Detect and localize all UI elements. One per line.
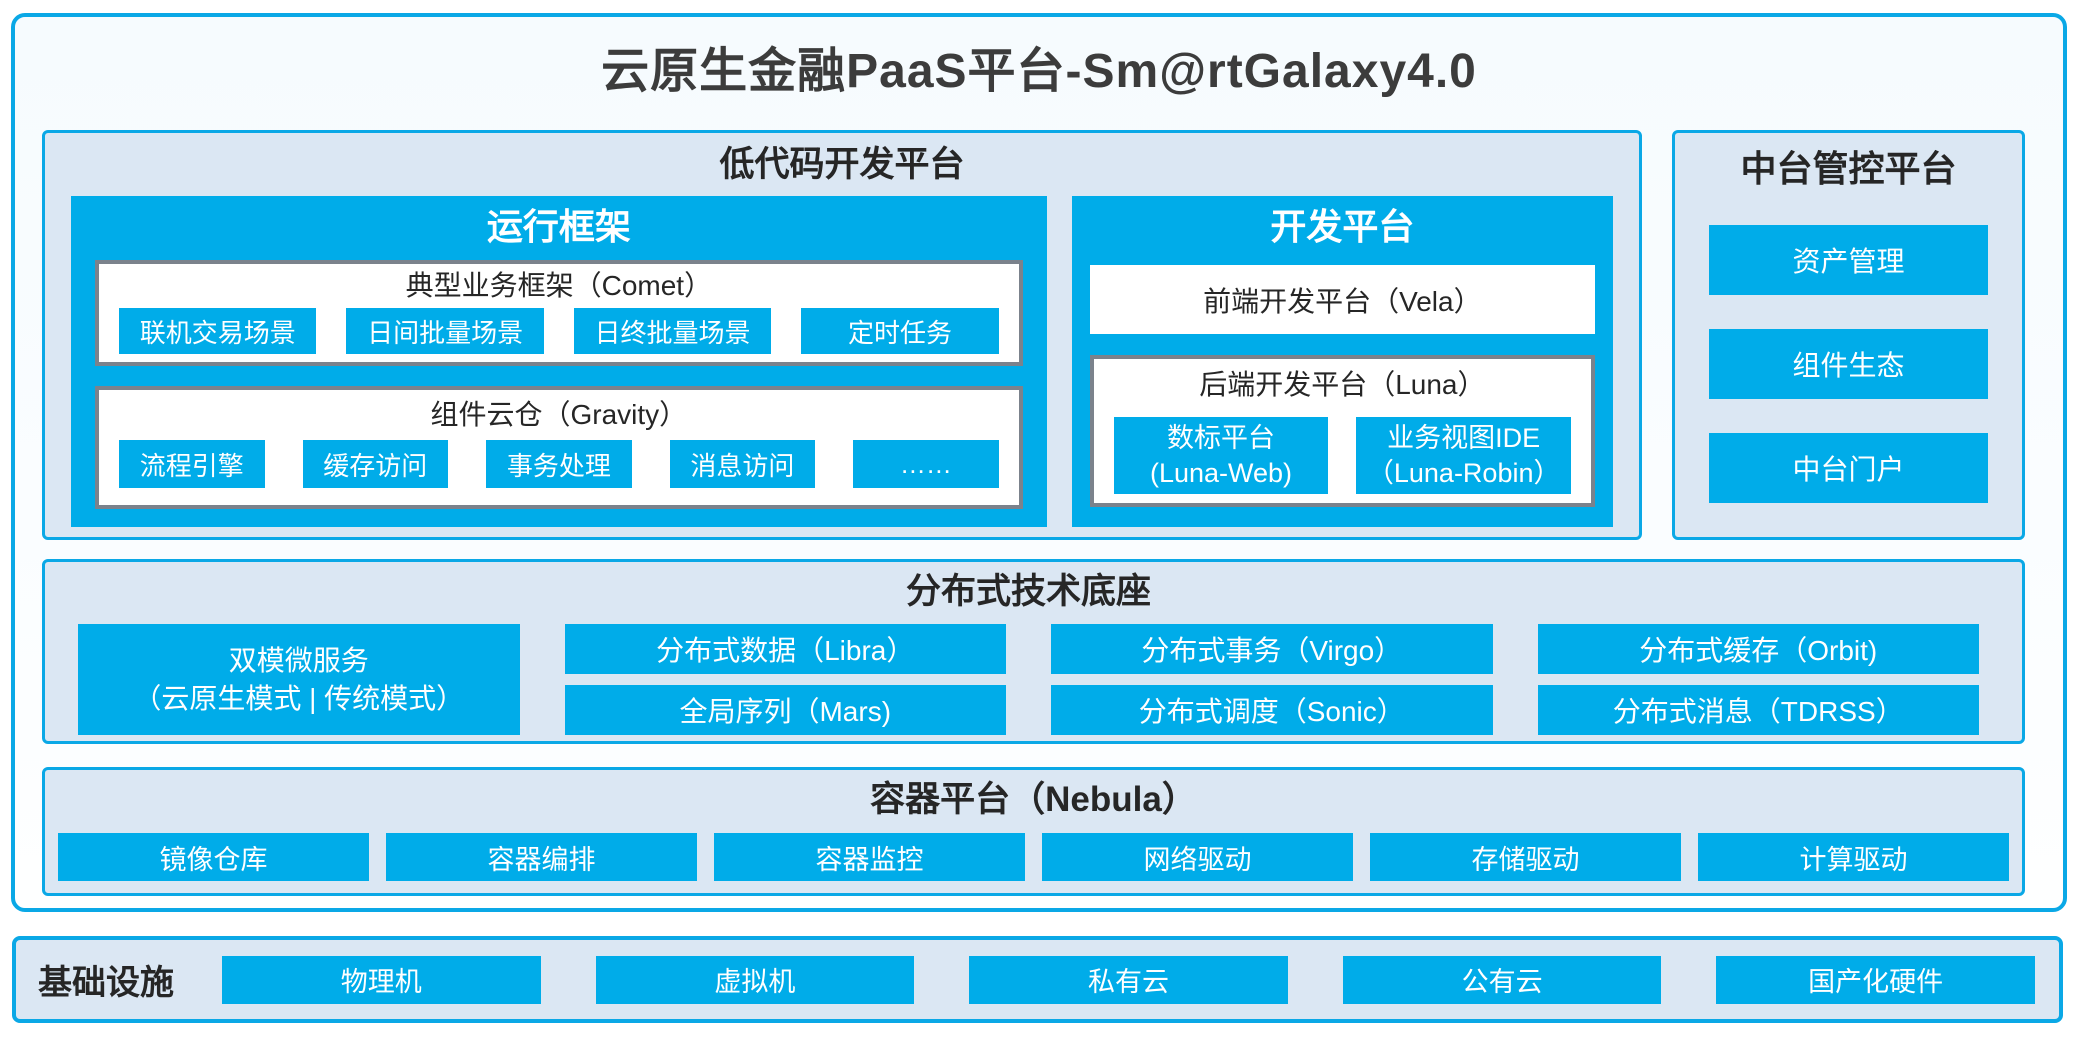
comet-item-intraday-batch: 日间批量场景 <box>346 308 544 354</box>
lowcode-header: 低代码开发平台 <box>719 145 965 184</box>
distributed-item-sequence-mars: 全局序列（Mars) <box>564 685 1006 735</box>
container-item-storage-driver: 存储驱动 <box>1370 833 1681 881</box>
distributed-header: 分布式技术底座 <box>905 572 1151 611</box>
distributed-item-transaction-virgo: 分布式事务（Virgo） <box>1051 624 1493 674</box>
comet-title: 典型业务框架（Comet） <box>405 270 713 301</box>
luna-web-line1: 数标平台 <box>1167 422 1275 453</box>
comet-items: 联机交易场景 日间批量场景 日终批量场景 定时任务 <box>119 308 999 354</box>
luna-items: 数标平台 (Luna-Web) 业务视图IDE （Luna-Robin） <box>1113 417 1572 494</box>
distributed-col-1: 分布式数据（Libra） 全局序列（Mars) <box>564 624 1006 735</box>
section-midplatform-control: 中台管控平台 资产管理 组件生态 中台门户 <box>1672 130 2025 540</box>
infra-item-virtual-machine: 虚拟机 <box>595 955 915 1004</box>
midplatform-item-asset-mgmt: 资产管理 <box>1709 225 1988 295</box>
infrastructure-items: 物理机 虚拟机 私有云 公有云 国产化硬件 <box>222 955 2035 1004</box>
infrastructure-header: 基础设施 <box>38 964 174 1002</box>
gravity-item-ellipsis: …… <box>853 440 999 488</box>
main-frame: 云原生金融PaaS平台-Sm@rtGalaxy4.0 低代码开发平台 运行框架 … <box>11 13 2067 912</box>
dev-platform-header: 开发平台 <box>1270 206 1415 247</box>
container-item-orchestration: 容器编排 <box>386 833 697 881</box>
midplatform-header: 中台管控平台 <box>1740 148 1957 189</box>
vela-box: 前端开发平台（Vela） <box>1089 265 1595 334</box>
luna-item-robin: 业务视图IDE （Luna-Robin） <box>1356 417 1572 494</box>
infra-item-public-cloud: 公有云 <box>1342 955 1662 1004</box>
section-container-platform: 容器平台（Nebula） 镜像仓库 容器编排 容器监控 网络驱动 存储驱动 计算… <box>42 767 2025 896</box>
container-platform-header: 容器平台（Nebula） <box>870 780 1197 819</box>
distributed-body: 双模微服务 （云原生模式 | 传统模式） 分布式数据（Libra） 全局序列（M… <box>78 624 1979 735</box>
page-title: 云原生金融PaaS平台-Sm@rtGalaxy4.0 <box>601 45 1477 98</box>
gravity-item-process-engine: 流程引擎 <box>119 440 265 488</box>
lowcode-body: 运行框架 典型业务框架（Comet） 联机交易场景 日间批量场景 日终批量场景 … <box>71 196 1613 527</box>
comet-item-online-trade: 联机交易场景 <box>119 308 317 354</box>
luna-box: 后端开发平台（Luna） 数标平台 (Luna-Web) 业务视图IDE （Lu… <box>1089 355 1595 507</box>
midplatform-item-component-eco: 组件生态 <box>1709 329 1988 399</box>
container-item-monitoring: 容器监控 <box>714 833 1025 881</box>
infra-item-physical-machine: 物理机 <box>222 955 541 1004</box>
vela-label: 前端开发平台（Vela） <box>1203 285 1482 317</box>
dual-mode-microservice: 双模微服务 （云原生模式 | 传统模式） <box>78 624 520 735</box>
infra-item-domestic-hardware: 国产化硬件 <box>1716 955 2035 1004</box>
dual-mode-line1: 双模微服务 <box>228 644 369 676</box>
luna-title: 后端开发平台（Luna） <box>1199 369 1486 400</box>
container-item-network-driver: 网络驱动 <box>1042 833 1353 881</box>
gravity-item-transaction: 事务处理 <box>486 440 632 488</box>
infra-item-private-cloud: 私有云 <box>969 955 1288 1004</box>
gravity-title: 组件云仓（Gravity） <box>430 399 688 430</box>
gravity-items: 流程引擎 缓存访问 事务处理 消息访问 …… <box>119 440 999 488</box>
container-item-image-registry: 镜像仓库 <box>58 833 369 881</box>
gravity-box: 组件云仓（Gravity） 流程引擎 缓存访问 事务处理 消息访问 …… <box>95 386 1023 509</box>
distributed-item-scheduler-sonic: 分布式调度（Sonic） <box>1051 685 1493 735</box>
top-row: 低代码开发平台 运行框架 典型业务框架（Comet） 联机交易场景 日间批量场景… <box>42 130 2025 540</box>
luna-web-line2: (Luna-Web) <box>1149 457 1293 488</box>
gravity-item-cache-access: 缓存访问 <box>302 440 449 488</box>
midplatform-item-portal: 中台门户 <box>1709 433 1988 503</box>
comet-item-eod-batch: 日终批量场景 <box>573 308 772 354</box>
distributed-col-dual-mode: 双模微服务 （云原生模式 | 传统模式） <box>78 624 520 735</box>
luna-robin-line2: （Luna-Robin） <box>1366 457 1561 488</box>
section-distributed-base: 分布式技术底座 双模微服务 （云原生模式 | 传统模式） 分布式数据（Libra… <box>42 559 2025 744</box>
comet-item-scheduled-task: 定时任务 <box>801 308 999 354</box>
comet-box: 典型业务框架（Comet） 联机交易场景 日间批量场景 日终批量场景 定时任务 <box>95 260 1023 366</box>
luna-robin-line1: 业务视图IDE <box>1387 422 1541 453</box>
distributed-item-cache-orbit: 分布式缓存（Orbit) <box>1537 624 1979 674</box>
runtime-framework-box: 运行框架 典型业务框架（Comet） 联机交易场景 日间批量场景 日终批量场景 … <box>71 196 1047 527</box>
gravity-item-message-access: 消息访问 <box>669 440 816 488</box>
runtime-framework-header: 运行框架 <box>486 206 631 247</box>
container-platform-items: 镜像仓库 容器编排 容器监控 网络驱动 存储驱动 计算驱动 <box>58 833 2009 881</box>
container-item-compute-driver: 计算驱动 <box>1698 833 2009 881</box>
section-lowcode-platform: 低代码开发平台 运行框架 典型业务框架（Comet） 联机交易场景 日间批量场景… <box>42 130 1642 540</box>
distributed-col-2: 分布式事务（Virgo） 分布式调度（Sonic） <box>1051 624 1493 735</box>
dual-mode-line2: （云原生模式 | 传统模式） <box>133 682 465 714</box>
distributed-item-message-tdrss: 分布式消息（TDRSS） <box>1537 685 1979 735</box>
dev-platform-box: 开发平台 前端开发平台（Vela） 后端开发平台（Luna） 数标平台 (Lun… <box>1071 196 1613 527</box>
distributed-item-data-libra: 分布式数据（Libra） <box>564 624 1006 674</box>
luna-item-web: 数标平台 (Luna-Web) <box>1113 417 1329 494</box>
section-infrastructure: 基础设施 物理机 虚拟机 私有云 公有云 国产化硬件 <box>12 936 2063 1023</box>
distributed-col-3: 分布式缓存（Orbit) 分布式消息（TDRSS） <box>1537 624 1979 735</box>
